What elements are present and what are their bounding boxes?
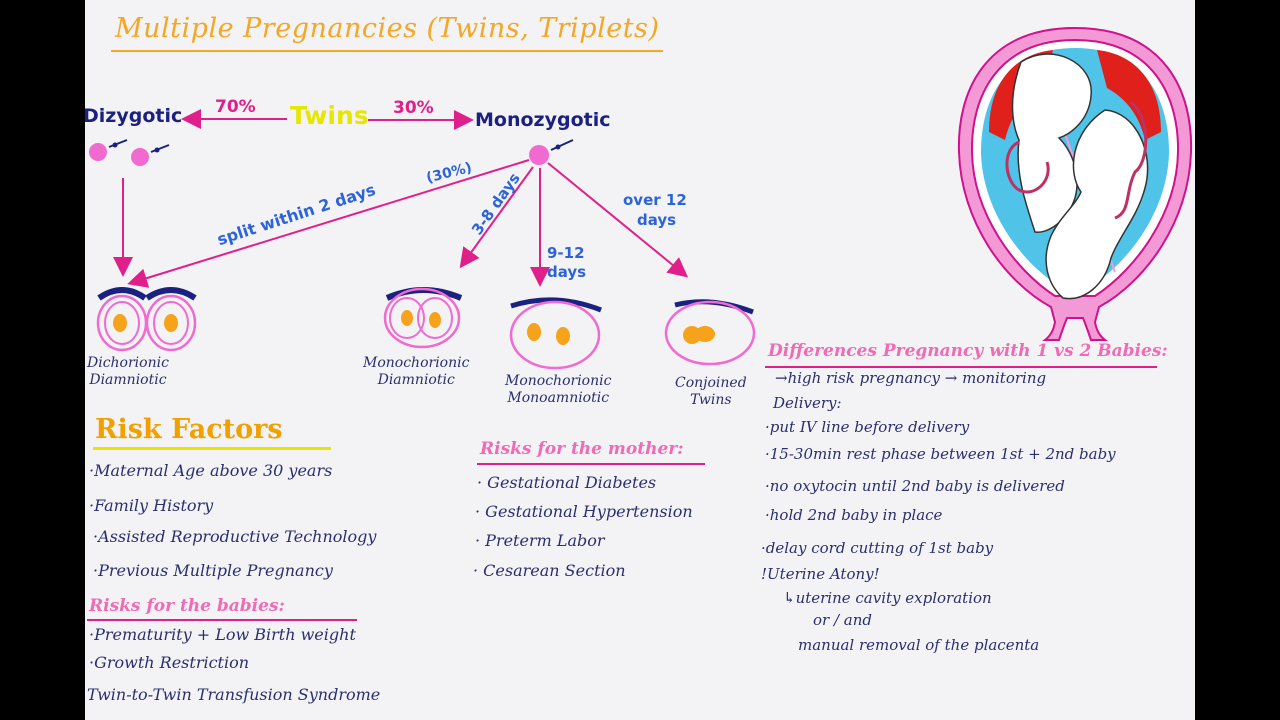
type-line-1: Dichorionic <box>87 355 169 371</box>
risk-baby-item: ·Growth Restriction <box>89 653 250 672</box>
risk-mother-item: · Gestational Diabetes <box>477 473 657 492</box>
risks-babies-heading: Risks for the babies: <box>89 596 285 616</box>
type-line-1: Monochorionic <box>363 355 470 371</box>
twins-label: Twins <box>290 101 369 130</box>
type-label-conjoined: Conjoined Twins <box>675 375 747 409</box>
type-line-2: Diamniotic <box>89 371 167 388</box>
dizygotic-percent: 70% <box>215 97 256 117</box>
monochorionic-monoamniotic-icon <box>509 297 602 370</box>
page-title: Multiple Pregnancies (Twins, Triplets) <box>115 13 660 44</box>
days-9-12-number: 9-12 <box>547 244 585 262</box>
risk-factor-item: ·Previous Multiple Pregnancy <box>93 561 333 580</box>
difference-item: ↳uterine cavity exploration <box>783 589 992 607</box>
difference-item: →high risk pregnancy → monitoring <box>775 369 1047 387</box>
type-label-dichorionic: Dichorionic Diamniotic <box>87 355 169 389</box>
difference-item: ·15-30min rest phase between 1st + 2nd b… <box>765 445 1116 463</box>
arrow-split-2-days <box>127 159 530 288</box>
difference-item: or / and <box>813 611 872 629</box>
egg-icon <box>529 145 549 165</box>
title-underline <box>111 50 663 52</box>
type-line-1: Conjoined <box>675 375 747 391</box>
difference-item: Delivery: <box>773 394 842 412</box>
dichorionic-diamniotic-icon <box>96 287 197 352</box>
type-line-2: Diamniotic <box>377 371 455 388</box>
monozygotic-label: Monozygotic <box>475 109 611 131</box>
over-12-unit: days <box>637 211 677 229</box>
risk-factors-underline <box>93 447 331 450</box>
type-line-2: Monoamniotic <box>507 389 610 406</box>
risks-mother-underline <box>477 463 705 465</box>
differences-heading: Differences Pregnancy with 1 vs 2 Babies… <box>768 341 1168 361</box>
risk-factor-item: ·Assisted Reproductive Technology <box>93 527 377 546</box>
differences-underline <box>765 366 1157 368</box>
risk-baby-item: ·Prematurity + Low Birth weight <box>89 625 356 644</box>
difference-item: ·put IV line before delivery <box>765 418 970 436</box>
days-9-12-unit: days <box>547 263 587 281</box>
type-label-mono-di: Monochorionic Diamniotic <box>363 355 469 389</box>
twins-in-uterus-illustration <box>957 26 1193 341</box>
difference-item: ·no oxytocin until 2nd baby is delivered <box>765 477 1065 495</box>
conjoined-twins-icon <box>664 299 756 366</box>
risks-mother-heading: Risks for the mother: <box>480 439 684 459</box>
difference-item: manual removal of the placenta <box>798 636 1040 654</box>
egg-icon <box>89 143 107 161</box>
over-12-number: over 12 <box>623 191 687 209</box>
arrow-3-8-days <box>459 166 534 269</box>
risk-factor-item: ·Maternal Age above 30 years <box>89 461 333 480</box>
risks-babies-underline <box>87 619 357 621</box>
twin-type-diagram <box>89 109 756 370</box>
difference-item: !Uterine Atony! <box>761 565 880 583</box>
monochorionic-diamniotic-icon <box>383 287 463 349</box>
risk-factors-heading: Risk Factors <box>95 414 283 445</box>
difference-item: ·delay cord cutting of 1st baby <box>761 539 994 557</box>
risk-mother-item: · Cesarean Section <box>473 561 626 580</box>
dizygotic-label: Dizygotic <box>85 105 183 127</box>
whiteboard: Multiple Pregnancies (Twins, Triplets) <box>85 0 1195 720</box>
difference-item: ·hold 2nd baby in place <box>765 506 943 524</box>
risk-mother-item: · Preterm Labor <box>475 531 605 550</box>
arrow-over-12-days <box>547 162 689 278</box>
risk-baby-item: Twin-to-Twin Transfusion Syndrome <box>87 685 381 704</box>
type-label-mono-mono: Monochorionic Monoamniotic <box>505 373 611 407</box>
type-line-1: Monochorionic <box>505 373 612 389</box>
monozygotic-percent: 30% <box>393 98 434 118</box>
egg-icon <box>131 148 149 166</box>
risk-mother-item: · Gestational Hypertension <box>475 502 693 521</box>
type-line-2: Twins <box>690 391 732 408</box>
risk-factor-item: ·Family History <box>89 496 214 515</box>
